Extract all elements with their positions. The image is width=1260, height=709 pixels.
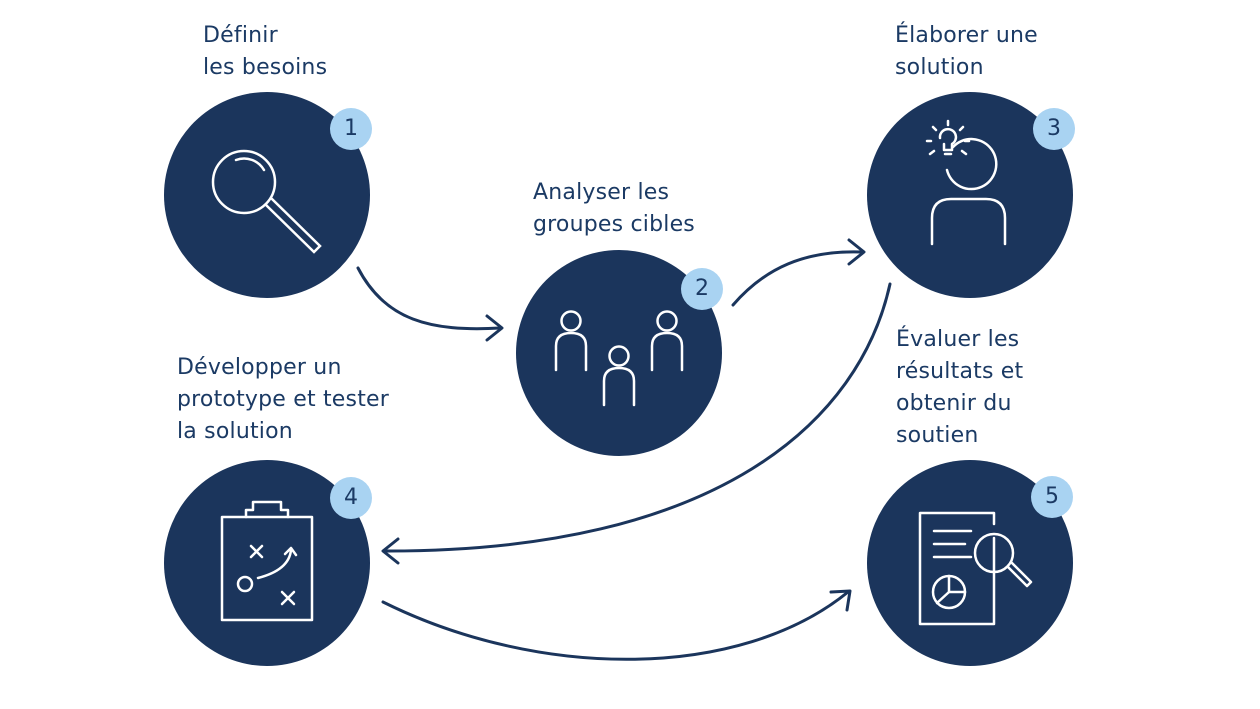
step-2-label-line: groupes cibles <box>533 212 695 237</box>
step-1-badge: 1 <box>330 108 372 150</box>
step-2-label: Analyser les groupes cibles <box>533 177 695 241</box>
step-4-label-line: Développer un <box>177 355 342 380</box>
step-2-number: 2 <box>695 276 709 301</box>
step-1-label-line: Définir <box>203 23 278 48</box>
arrowhead-4-to-5 <box>829 589 852 612</box>
arrow-2-to-3 <box>731 250 864 307</box>
step-3-label: Élaborer une solution <box>895 20 1038 84</box>
step-4-label-line: la solution <box>177 419 293 444</box>
arrowhead-2-to-3 <box>847 238 866 266</box>
step-4-number: 4 <box>344 485 358 510</box>
step-2-label-line: Analyser les <box>533 180 670 205</box>
step-1-circle: 1 <box>164 92 372 298</box>
step-5-label-line: Évaluer les <box>896 327 1020 352</box>
step-5-label-line: obtenir du <box>896 391 1012 416</box>
person-idea-icon <box>925 119 1007 246</box>
arrow-1-to-2 <box>356 266 502 331</box>
step-5-circle: 5 <box>867 460 1073 666</box>
people-group-icon <box>554 310 684 407</box>
step-3-circle: 3 <box>867 92 1075 298</box>
step-1-label-line: les besoins <box>203 55 328 80</box>
report-analysis-icon <box>918 511 1033 626</box>
step-5-label-line: soutien <box>896 423 979 448</box>
arrow-3-to-4 <box>383 282 892 553</box>
step-2-circle: 2 <box>516 250 723 456</box>
step-4-badge: 4 <box>330 477 372 519</box>
step-2-badge: 2 <box>681 268 723 310</box>
arrowhead-3-to-4 <box>381 537 400 565</box>
step-3-badge: 3 <box>1033 108 1075 150</box>
step-1-label: Définir les besoins <box>203 20 327 84</box>
step-4-label: Développer un prototype et tester la sol… <box>177 352 389 448</box>
step-5-number: 5 <box>1045 484 1059 509</box>
step-5-label-line: résultats et <box>896 359 1024 384</box>
step-1-number: 1 <box>344 116 358 141</box>
step-3-number: 3 <box>1047 116 1061 141</box>
step-3-label-line: Élaborer une <box>895 23 1038 48</box>
step-4-label-line: prototype et tester <box>177 387 389 412</box>
step-4-circle: 4 <box>164 460 372 666</box>
step-3-label-line: solution <box>895 55 984 80</box>
magnifier-icon <box>211 149 322 254</box>
strategy-clipboard-icon <box>220 500 314 622</box>
step-5-label: Évaluer les résultats et obtenir du sout… <box>896 324 1023 452</box>
step-5-badge: 5 <box>1031 476 1073 518</box>
arrow-4-to-5 <box>381 590 850 661</box>
arrowhead-1-to-2 <box>485 314 504 342</box>
